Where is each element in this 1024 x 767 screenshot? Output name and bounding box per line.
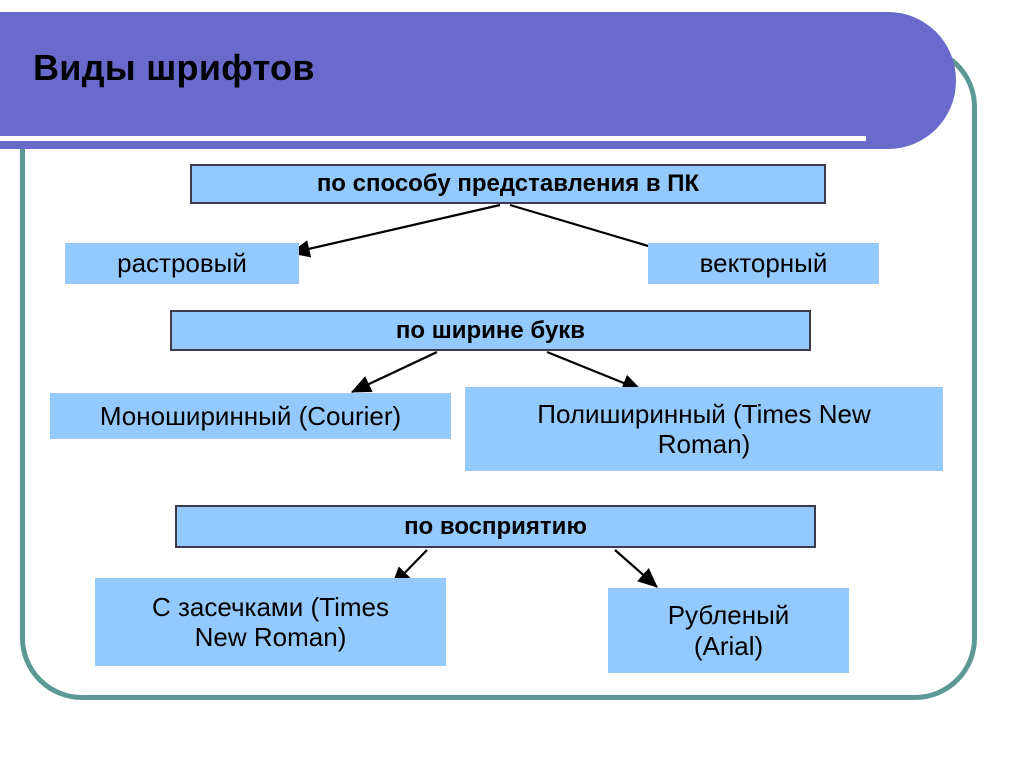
node-polishirinniy-line2: Roman) <box>657 429 751 459</box>
page-title: Виды шрифтов <box>33 47 315 88</box>
node-po-sposobu-predstavleniya: по способу представления в ПК <box>190 164 826 204</box>
node-polishirinniy-text: Полиширинный (Times New Roman) <box>537 399 871 459</box>
node-rastroviy: растровый <box>65 243 299 284</box>
node-polishirinniy-line1: Полиширинный (Times New <box>537 398 871 429</box>
node-s-zasechkami-line2: New Roman) <box>194 622 347 652</box>
node-rubleniy-text: Рубленый (Arial) <box>668 600 790 660</box>
node-s-zasechkami: С засечками (Times New Roman) <box>95 578 446 666</box>
banner-divider-line <box>0 136 866 141</box>
node-polishirinniy: Полиширинный (Times New Roman) <box>465 387 943 471</box>
node-s-zasechkami-line1: С засечками (Times <box>151 591 390 622</box>
node-po-shirine-bukv: по ширине букв <box>170 310 811 351</box>
title-banner <box>0 12 956 149</box>
node-rubleniy: Рубленый (Arial) <box>608 588 849 673</box>
node-rubleniy-line2: (Arial) <box>693 630 764 661</box>
node-vektorniy: векторный <box>648 243 879 284</box>
node-s-zasechkami-text: С засечками (Times New Roman) <box>152 592 389 652</box>
node-rubleniy-line1: Рубленый <box>667 600 790 631</box>
node-po-vospriyatiyu: по восприятию <box>175 505 816 548</box>
node-monoshirinniy: Моноширинный (Courier) <box>50 393 451 439</box>
